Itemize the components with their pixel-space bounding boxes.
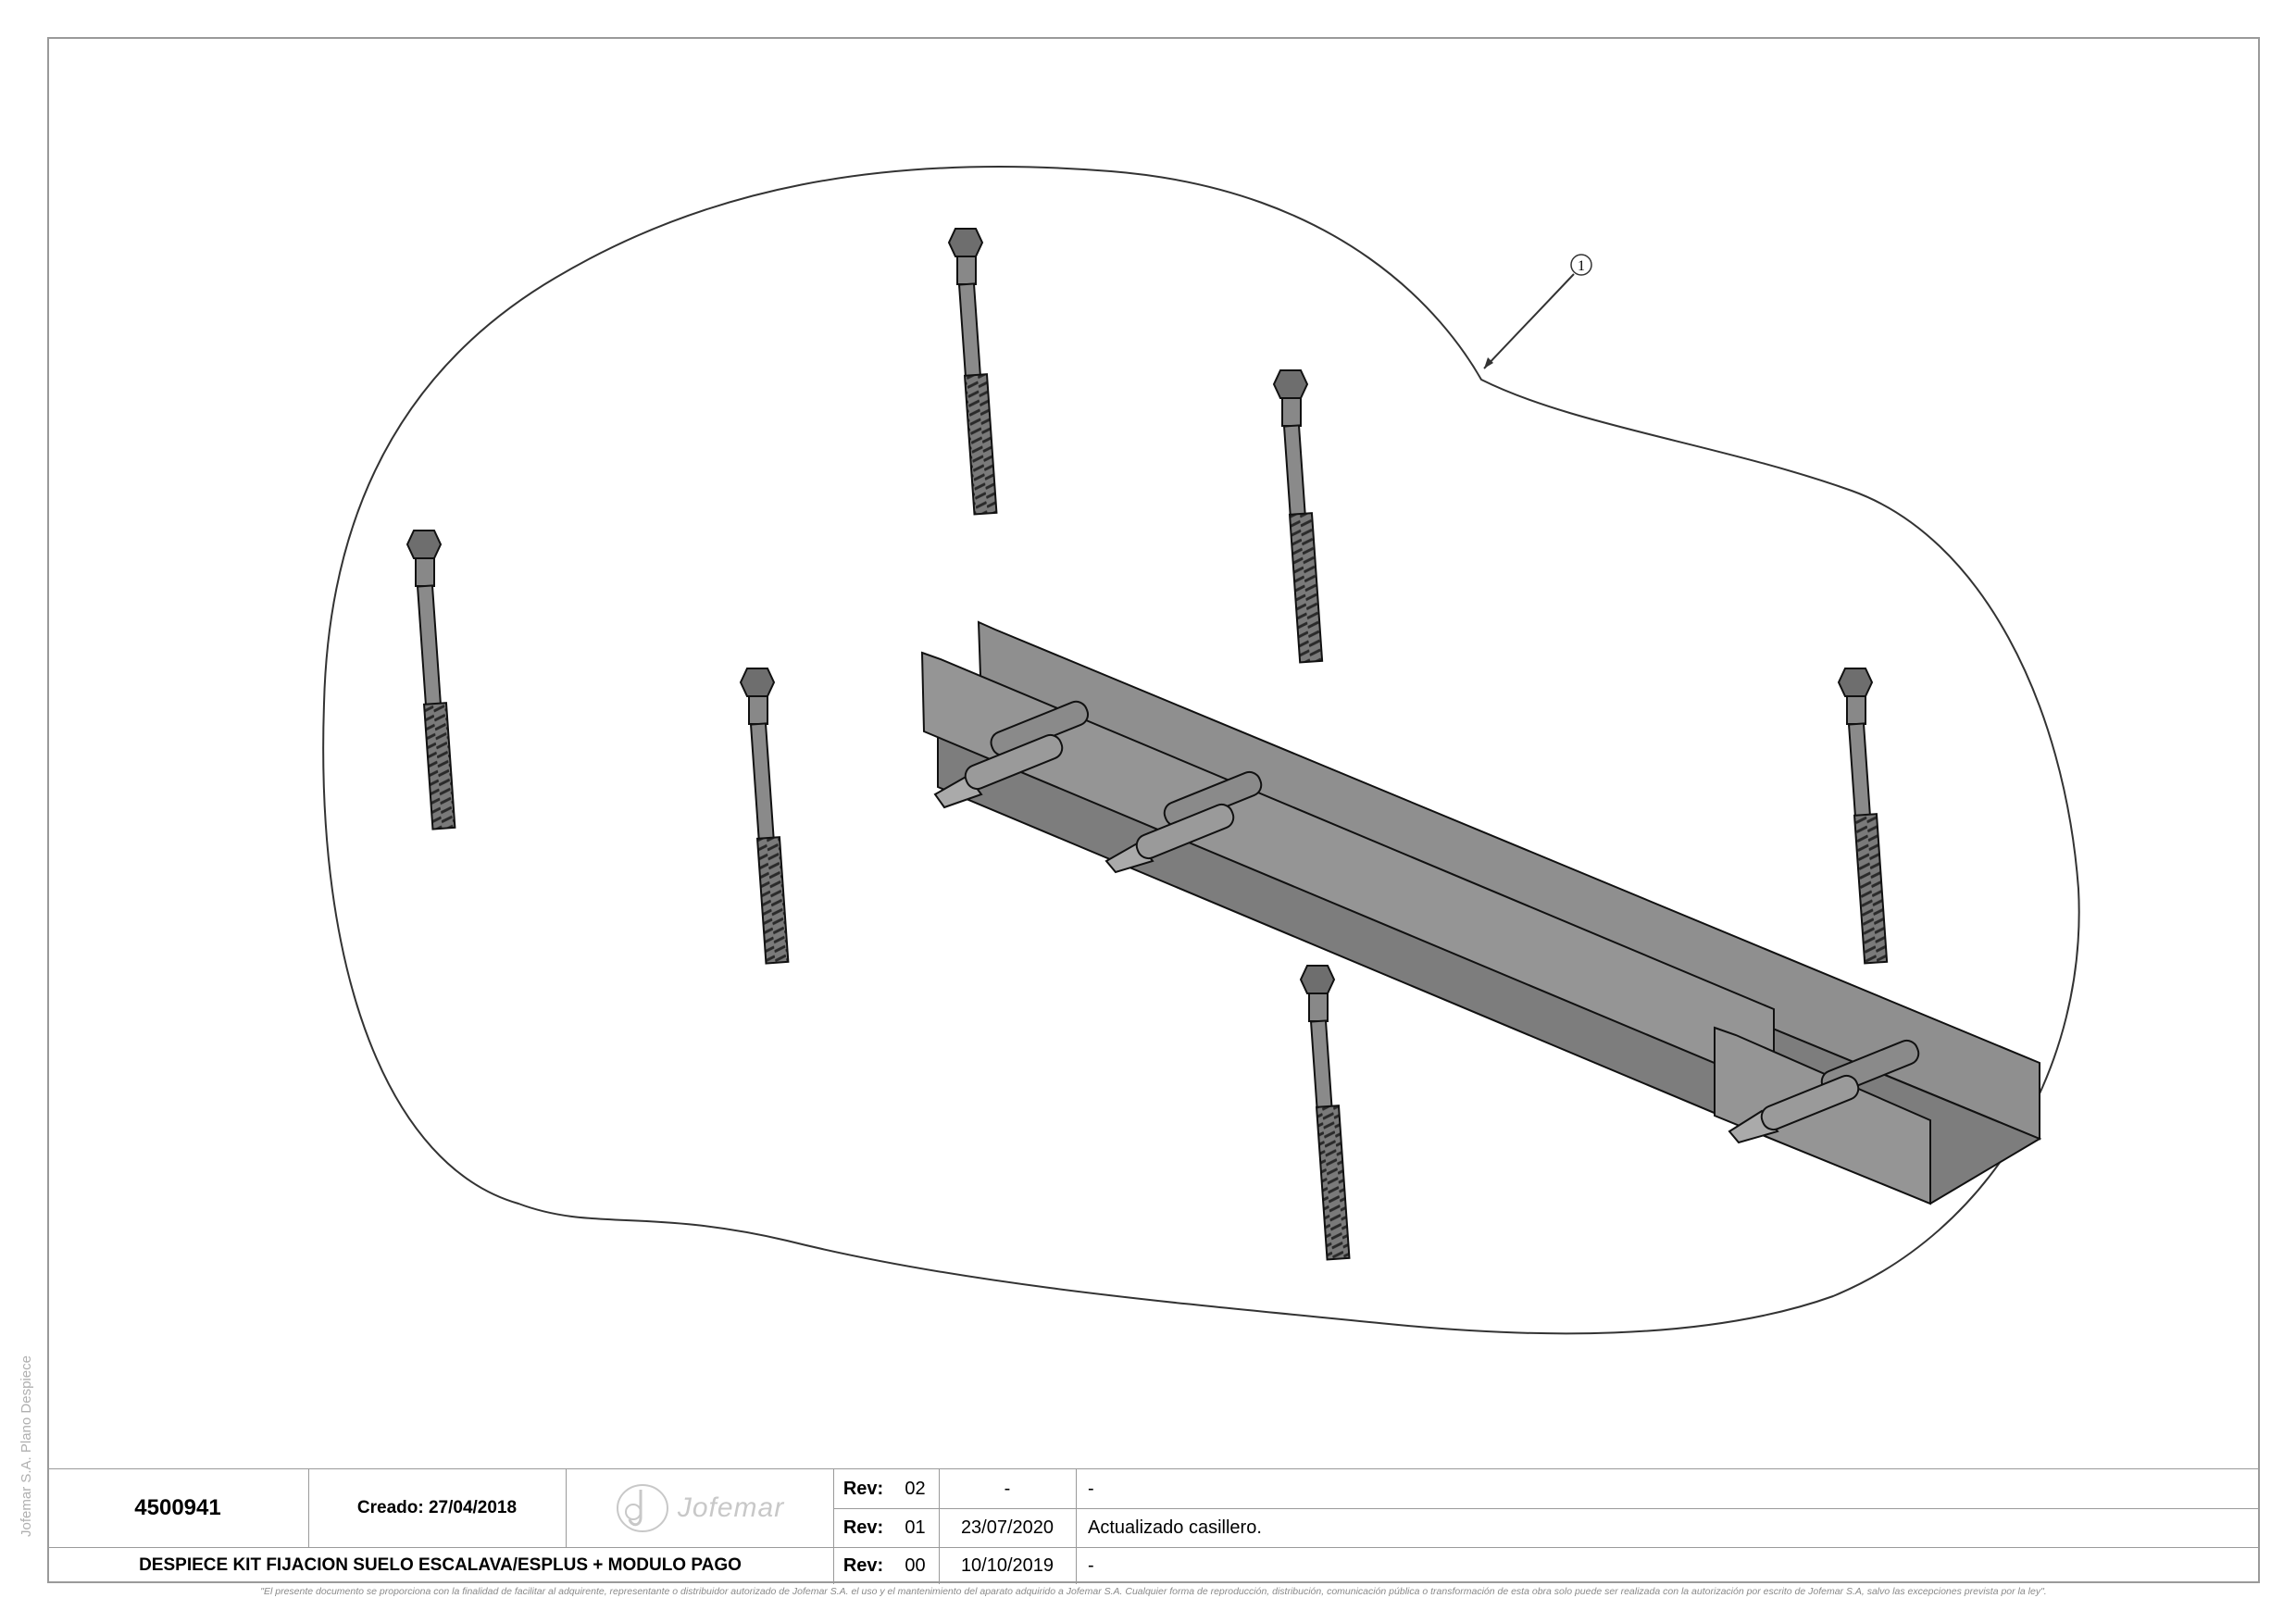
part-number: 4500941 <box>134 1495 221 1520</box>
alignment-pin-2 <box>1104 770 1263 874</box>
anchor-screw-5 <box>1837 668 1889 965</box>
rev-number: 01 <box>905 1517 926 1538</box>
created-date: Creado: 27/04/2018 <box>356 1498 518 1517</box>
drawing-frame <box>47 37 2260 1583</box>
alignment-pin-3 <box>1728 1039 1920 1144</box>
rev-label: Rev: <box>842 1517 884 1538</box>
alignment-pin-1 <box>933 700 1090 809</box>
rev-label: Rev: <box>842 1478 884 1499</box>
rev-number: 00 <box>905 1554 926 1576</box>
rev-description: - <box>1088 1478 1094 1499</box>
fixing-channel <box>920 620 2042 1205</box>
side-watermark-text: Jofemar S.A. Plano Despiece <box>19 1355 34 1537</box>
rev-label: Rev: <box>842 1554 884 1576</box>
anchor-screw-1 <box>406 530 456 830</box>
balloon-number: 1 <box>1578 258 1585 274</box>
anchor-screw-6 <box>1299 965 1351 1261</box>
drawing-title: DESPIECE KIT FIJACION SUELO ESCALAVA/ESP… <box>139 1555 742 1575</box>
rev-description: Actualizado casillero. <box>1088 1517 1262 1538</box>
jofemar-logo-icon <box>616 1484 668 1532</box>
anchor-screw-4 <box>739 668 790 965</box>
rev-number: 02 <box>905 1478 926 1499</box>
rev-date: 23/07/2020 <box>960 1517 1054 1538</box>
balloon-circle <box>1570 254 1592 276</box>
title-block: 4500941 Creado: 27/04/2018 Jofemar DESPI… <box>47 1468 2260 1584</box>
company-logo: Jofemar <box>566 1469 833 1547</box>
logo-text: Jofemar <box>677 1492 785 1523</box>
balloon-leader <box>1483 273 1575 369</box>
legal-footer: "El presente documento se proporciona co… <box>260 1586 2047 1597</box>
anchor-screw-2 <box>947 228 998 516</box>
detail-outline <box>322 166 2080 1335</box>
rev-description: - <box>1088 1554 1094 1576</box>
rev-date: - <box>1004 1478 1011 1499</box>
anchor-screw-3 <box>1272 369 1324 664</box>
rev-date: 10/10/2019 <box>960 1554 1054 1576</box>
